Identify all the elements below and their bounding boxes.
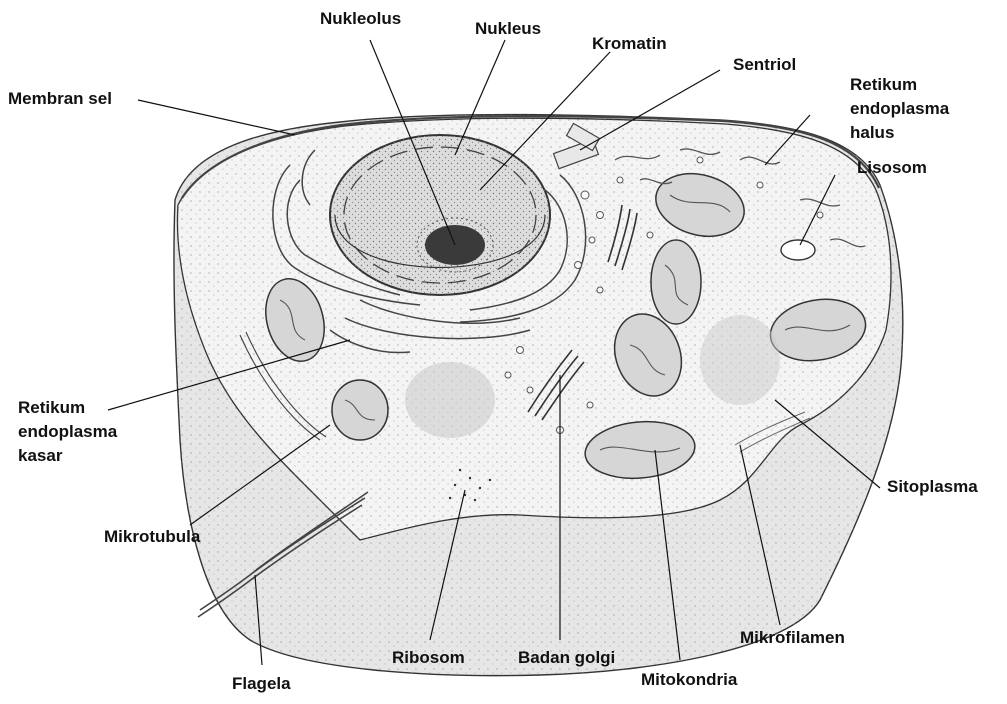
label-mitokondria: Mitokondria [641,669,737,691]
label-retikum-halus-1: Retikum [850,74,917,96]
leader-membran-sel [138,100,295,135]
label-mikrotubula: Mikrotubula [104,526,200,548]
label-ribosom: Ribosom [392,647,465,669]
label-nukleolus: Nukleolus [320,8,401,30]
label-flagela: Flagela [232,673,291,695]
label-sentriol: Sentriol [733,54,796,76]
label-sitoplasma: Sitoplasma [887,476,978,498]
label-mikrofilamen: Mikrofilamen [740,627,845,649]
label-badan-golgi: Badan golgi [518,647,615,669]
nucleus [330,135,550,295]
label-retikum-kasar-2: endoplasma [18,421,117,443]
label-membran-sel: Membran sel [8,88,112,110]
label-kromatin: Kromatin [592,33,667,55]
label-retikum-halus-3: halus [850,122,894,144]
lysosome [781,240,815,260]
label-lisosom: Lisosom [857,157,927,179]
label-retikum-halus-2: endoplasma [850,98,949,120]
label-retikum-kasar-1: Retikum [18,397,85,419]
label-retikum-kasar-3: kasar [18,445,62,467]
label-nukleus: Nukleus [475,18,541,40]
